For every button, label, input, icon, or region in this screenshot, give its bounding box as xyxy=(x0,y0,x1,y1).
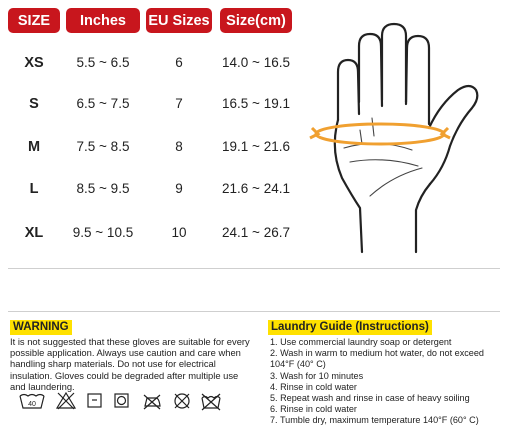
tumble-dry-icon xyxy=(114,393,129,408)
eu-value: 8 xyxy=(175,139,183,154)
inches-value: 6.5 ~ 7.5 xyxy=(76,96,130,111)
svg-text:40: 40 xyxy=(28,401,36,408)
cm-value: 16.5 ~ 19.1 xyxy=(222,96,290,111)
table-row: L 8.5 ~ 9.5 9 21.6 ~ 24.1 xyxy=(0,174,310,204)
table-row: XL 9.5 ~ 10.5 10 24.1 ~ 26.7 xyxy=(0,218,310,248)
no-bleach-icon xyxy=(55,391,77,410)
list-item: 4. Rinse in cold water xyxy=(270,381,357,392)
cm-value: 19.1 ~ 21.6 xyxy=(222,139,290,154)
size-label: XS xyxy=(24,55,44,71)
eu-value: 7 xyxy=(175,96,183,111)
header-eu-sizes: EU Sizes xyxy=(146,8,212,33)
laundry-guide-title: Laundry Guide (Instructions) xyxy=(268,320,432,335)
size-label: XL xyxy=(24,225,44,241)
size-label: S xyxy=(29,96,39,112)
header-inches: Inches xyxy=(66,8,140,33)
list-item: 7. Tumble dry, maximum temperature 140°F… xyxy=(270,415,479,426)
header-size: SIZE xyxy=(8,8,60,33)
tumble-dry-icon xyxy=(87,393,102,408)
list-item: 1. Use commercial laundry soap or deterg… xyxy=(270,337,452,347)
no-dry-clean-icon xyxy=(201,393,221,411)
table-row: S 6.5 ~ 7.5 7 16.5 ~ 19.1 xyxy=(0,89,310,119)
hand-outline-icon xyxy=(309,22,479,254)
care-symbols: 40 xyxy=(19,391,221,411)
table-row: XS 5.5 ~ 6.5 6 14.0 ~ 16.5 xyxy=(0,48,310,78)
section-divider xyxy=(8,311,500,312)
list-item: 6. Rinse in cold water xyxy=(270,404,357,415)
list-item: 3. Wash for 10 minutes xyxy=(270,370,364,381)
eu-value: 6 xyxy=(175,55,183,70)
cm-value: 14.0 ~ 16.5 xyxy=(222,55,290,70)
inches-value: 9.5 ~ 10.5 xyxy=(72,225,134,240)
inches-value: 5.5 ~ 6.5 xyxy=(76,55,130,70)
table-row: M 7.5 ~ 8.5 8 19.1 ~ 21.6 xyxy=(0,132,310,162)
warning-text: It is not suggested that these gloves ar… xyxy=(10,336,250,392)
inches-value: 8.5 ~ 9.5 xyxy=(76,181,130,196)
header-size-cm: Size(cm) xyxy=(220,8,292,33)
inches-value: 7.5 ~ 8.5 xyxy=(76,139,130,154)
size-label: M xyxy=(27,139,41,155)
warning-title: WARNING xyxy=(10,320,72,335)
cm-value: 21.6 ~ 24.1 xyxy=(222,181,290,196)
laundry-guide-list: 1. Use commercial laundry soap or deterg… xyxy=(270,337,506,427)
list-item: 2. Wash in warm to medium hot water, do … xyxy=(270,348,484,370)
no-dry-clean-icon xyxy=(174,393,190,409)
section-divider xyxy=(8,268,500,269)
wash-40-icon: 40 xyxy=(19,393,45,409)
cm-value: 24.1 ~ 26.7 xyxy=(222,225,290,240)
size-label: L xyxy=(29,181,39,197)
no-iron-icon xyxy=(143,394,161,410)
measure-arrow-icon xyxy=(309,122,451,146)
eu-value: 9 xyxy=(175,181,183,196)
list-item: 5. Repeat wash and rinse in case of heav… xyxy=(270,393,470,404)
eu-value: 10 xyxy=(171,225,187,240)
